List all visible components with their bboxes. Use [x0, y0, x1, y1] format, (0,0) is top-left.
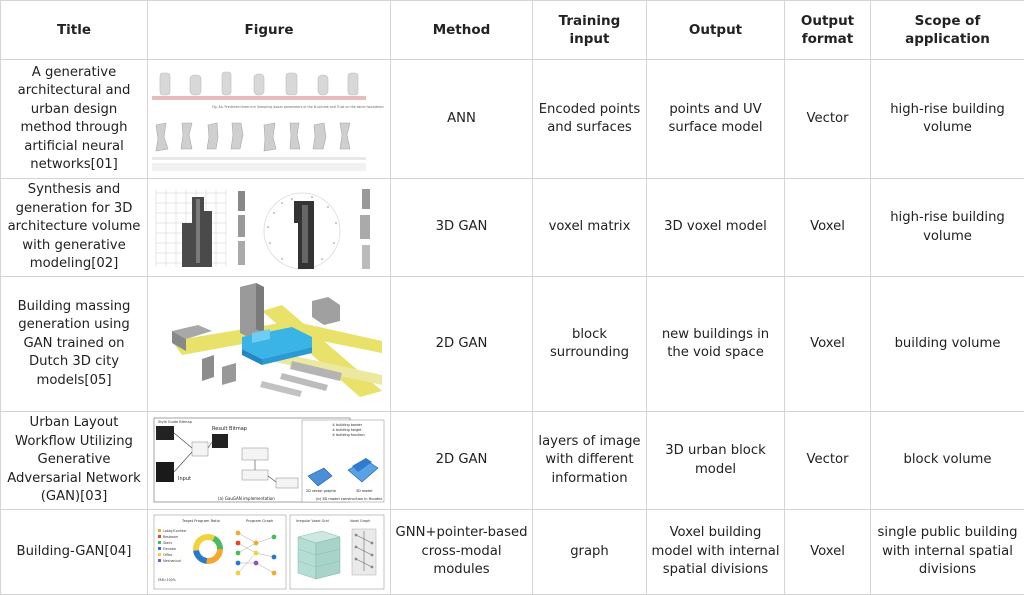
- table-row: Building-GAN[04] Target Program Ratio Pr…: [1, 510, 1024, 595]
- header-row: Title Figure Method Training input Outpu…: [1, 1, 1024, 60]
- svg-text:Office: Office: [163, 553, 172, 557]
- svg-text:Lobby/Corridor: Lobby/Corridor: [163, 529, 187, 533]
- svg-text:Target Program Ratio: Target Program Ratio: [181, 519, 220, 523]
- cell-output-format: Vector: [785, 60, 871, 179]
- svg-text:(b) 3D model construction in H: (b) 3D model construction in Houdini: [316, 497, 382, 501]
- cell-output: Voxel building model with internal spati…: [647, 510, 785, 595]
- header-output: Output: [647, 1, 785, 60]
- cell-method: 3D GAN: [391, 179, 533, 277]
- svg-text:① building border: ① building border: [332, 423, 363, 427]
- cell-output: new buildings in the void space: [647, 277, 785, 412]
- svg-text:Elevator: Elevator: [163, 547, 177, 551]
- header-method: Method: [391, 1, 533, 60]
- svg-text:Irregular Voxel Grid: Irregular Voxel Grid: [296, 519, 329, 523]
- header-figure: Figure: [148, 1, 391, 60]
- figure-voxel-towers: [148, 179, 391, 277]
- cell-title: Building-GAN[04]: [1, 510, 148, 595]
- figure-gaugan-workflow: Style Guide Bitmap Result Bitmap Input (…: [148, 412, 391, 510]
- cell-method: GNN+pointer-based cross-modal modules: [391, 510, 533, 595]
- cell-output-format: Voxel: [785, 510, 871, 595]
- figure-building-gan: Target Program Ratio Program Graph Lobby…: [148, 510, 391, 595]
- figure-city-image: [152, 281, 386, 407]
- svg-text:3D model: 3D model: [356, 489, 372, 493]
- cell-scope: high-rise building volume: [871, 60, 1024, 179]
- cell-output: 3D voxel model: [647, 179, 785, 277]
- header-training-input: Training input: [533, 1, 647, 60]
- figure-voxel-image: [152, 183, 386, 273]
- header-scope: Scope of application: [871, 1, 1024, 60]
- svg-text:Stairs: Stairs: [163, 541, 172, 545]
- svg-text:③ building function: ③ building function: [332, 433, 365, 437]
- cell-output: 3D urban block model: [647, 412, 785, 510]
- cell-title: A generative architectural and urban des…: [1, 60, 148, 179]
- cell-training-input: graph: [533, 510, 647, 595]
- svg-text:② building height: ② building height: [332, 428, 362, 432]
- cell-scope: building volume: [871, 277, 1024, 412]
- cell-training-input: Encoded points and surfaces: [533, 60, 647, 179]
- cell-scope: block volume: [871, 412, 1024, 510]
- svg-text:Restroom: Restroom: [163, 535, 178, 539]
- header-output-format: Output format: [785, 1, 871, 60]
- cell-scope: high-rise building volume: [871, 179, 1024, 277]
- cell-output-format: Vector: [785, 412, 871, 510]
- table-row: Building massing generation using GAN tr…: [1, 277, 1024, 412]
- svg-text:Program Graph: Program Graph: [246, 519, 273, 523]
- table-row: A generative architectural and urban des…: [1, 60, 1024, 179]
- cell-method: 2D GAN: [391, 412, 533, 510]
- cell-title: Urban Layout Workflow Utilizing Generati…: [1, 412, 148, 510]
- table-row: Synthesis and generation for 3D architec…: [1, 179, 1024, 277]
- figure-ann-towers: Fig. 8a. Predicted three-rich Sampling i…: [148, 60, 391, 179]
- svg-text:Fig. 8a. Predicted three-rich: Fig. 8a. Predicted three-rich Sampling i…: [212, 105, 384, 109]
- svg-text:FAR=100%: FAR=100%: [158, 578, 176, 582]
- header-title: Title: [1, 1, 148, 60]
- figure-buildinggan-image: Target Program Ratio Program Graph Lobby…: [152, 513, 386, 591]
- svg-text:Result Bitmap: Result Bitmap: [212, 426, 247, 432]
- table-row: Urban Layout Workflow Utilizing Generati…: [1, 412, 1024, 510]
- cell-title: Building massing generation using GAN tr…: [1, 277, 148, 412]
- cell-output-format: Voxel: [785, 277, 871, 412]
- figure-gaugan-image: Style Guide Bitmap Result Bitmap Input (…: [152, 416, 386, 506]
- cell-training-input: layers of image with different informati…: [533, 412, 647, 510]
- cell-method: ANN: [391, 60, 533, 179]
- svg-text:Mechanical: Mechanical: [163, 559, 181, 563]
- cell-title: Synthesis and generation for 3D architec…: [1, 179, 148, 277]
- cell-output: points and UV surface model: [647, 60, 785, 179]
- svg-text:Style Guide Bitmap: Style Guide Bitmap: [158, 420, 193, 424]
- cell-training-input: voxel matrix: [533, 179, 647, 277]
- figure-city-massing: [148, 277, 391, 412]
- svg-text:2D vector graphic: 2D vector graphic: [306, 489, 337, 493]
- cell-training-input: block surrounding: [533, 277, 647, 412]
- svg-text:Input: Input: [178, 476, 191, 482]
- svg-text:Voxel Graph: Voxel Graph: [350, 519, 370, 523]
- cell-method: 2D GAN: [391, 277, 533, 412]
- cell-scope: single public building with internal spa…: [871, 510, 1024, 595]
- figure-ann-image: Fig. 8a. Predicted three-rich Sampling i…: [152, 63, 386, 175]
- cell-output-format: Voxel: [785, 179, 871, 277]
- svg-text:(a) GauGAN implementation: (a) GauGAN implementation: [218, 496, 275, 501]
